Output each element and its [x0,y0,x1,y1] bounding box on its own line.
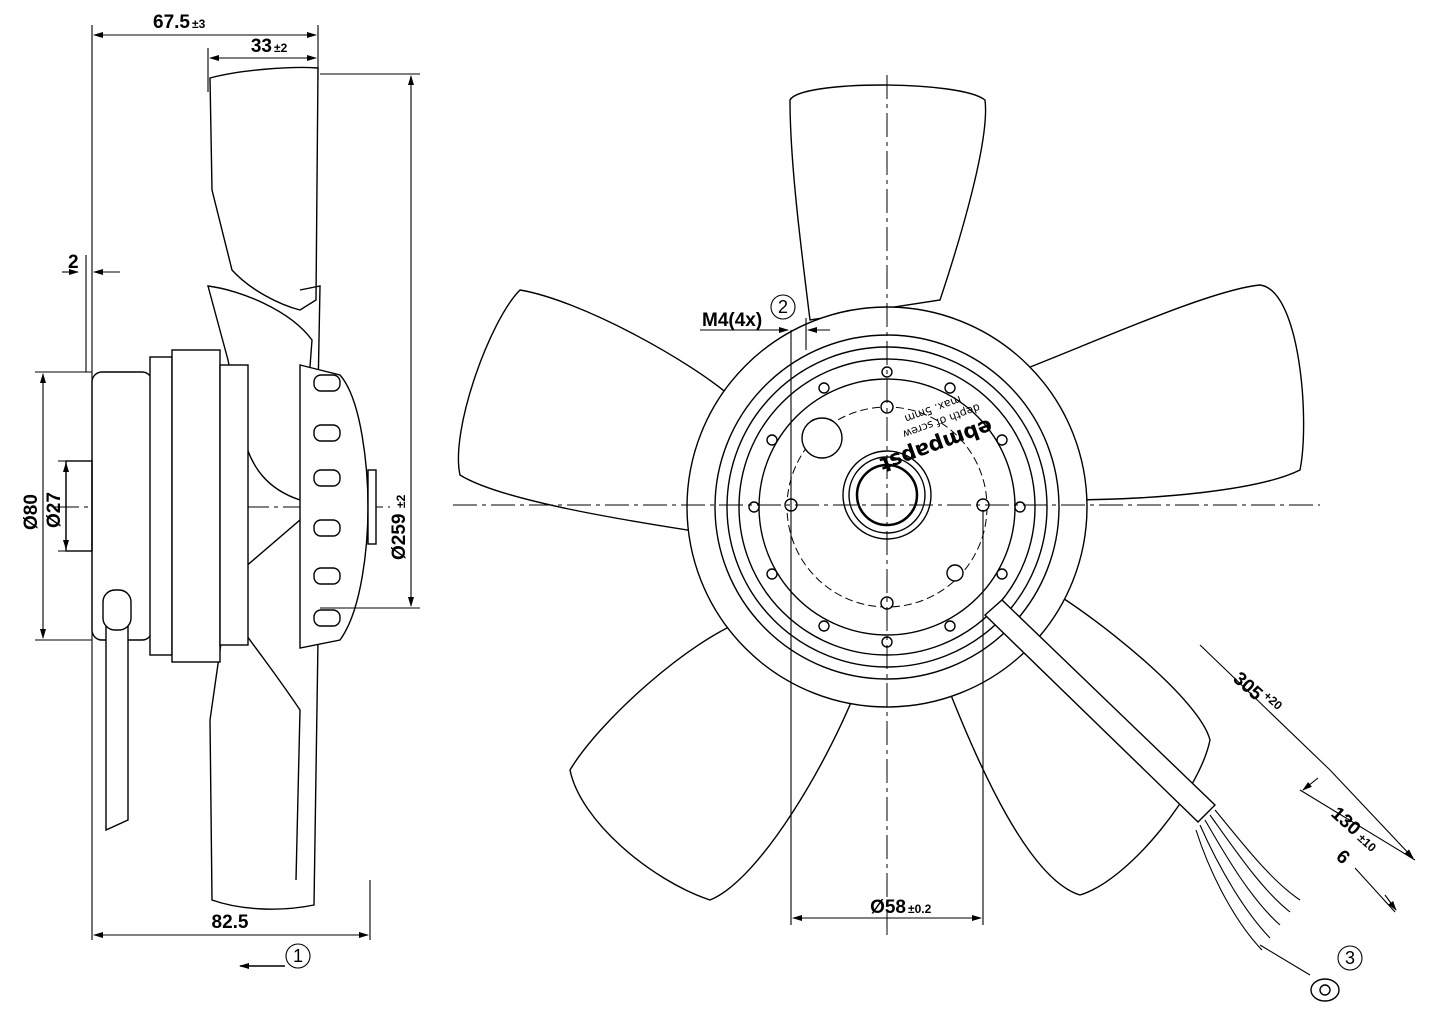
airflow-callout-number: 1 [293,946,303,966]
lead-length-tolerance: ±10 [1355,831,1379,855]
flange-offset-label: 2 [68,252,79,273]
outer-diameter-label: Ø80 [21,494,42,530]
side-rotor-slots [313,374,341,627]
cable-length-tolerance: +20 [1261,689,1286,713]
thread-callout-number: 2 [778,297,788,317]
bolt-circle-label: Ø58 [870,897,906,918]
side-rotor [299,364,369,649]
blade-bottom-right [944,589,1211,896]
impeller-depth-tolerance: ±2 [274,41,288,55]
side-view [55,66,390,910]
side-upper-blade [209,66,319,311]
side-dimensions [35,25,420,969]
cable-callout-number: 3 [1345,948,1355,968]
side-shaft-stub [65,460,93,552]
front-view [457,84,1340,1002]
bolt-circle-tolerance: ±0.2 [908,902,932,916]
cable-length-label: 305 [1229,668,1267,705]
front-centerlines [453,75,1320,935]
lead-length-label: 130 [1327,803,1365,840]
side-dimension-labels: 67.5 ±3 33 ±2 2 Ø80 Ø27 Ø259 ±2 82.5 1 [21,12,410,966]
blade-left [457,289,736,536]
overall-depth-label: 67.5 [153,12,190,33]
overall-depth-tolerance: ±3 [192,17,206,31]
blade-right [1009,284,1305,501]
ring-terminal [1310,978,1340,1002]
front-dimensions [700,294,1416,971]
thread-label: M4(4x) [702,310,762,331]
housing-rivets [748,366,1026,648]
fan-diameter-label: Ø259 [389,514,410,560]
blade-top [789,84,987,321]
m4-mounting-holes [784,400,990,610]
impeller-depth-label: 33 [251,36,272,57]
total-length-label: 82.5 [212,912,249,933]
front-cable [983,599,1216,823]
strip-length-label: 6 [1332,846,1354,869]
fan-diameter-tolerance: ±2 [394,494,408,508]
blade-bottom-left [569,619,861,901]
plug-hole [801,417,843,459]
cable-leads [1195,809,1311,976]
shaft-diameter-label: Ø27 [44,492,65,528]
